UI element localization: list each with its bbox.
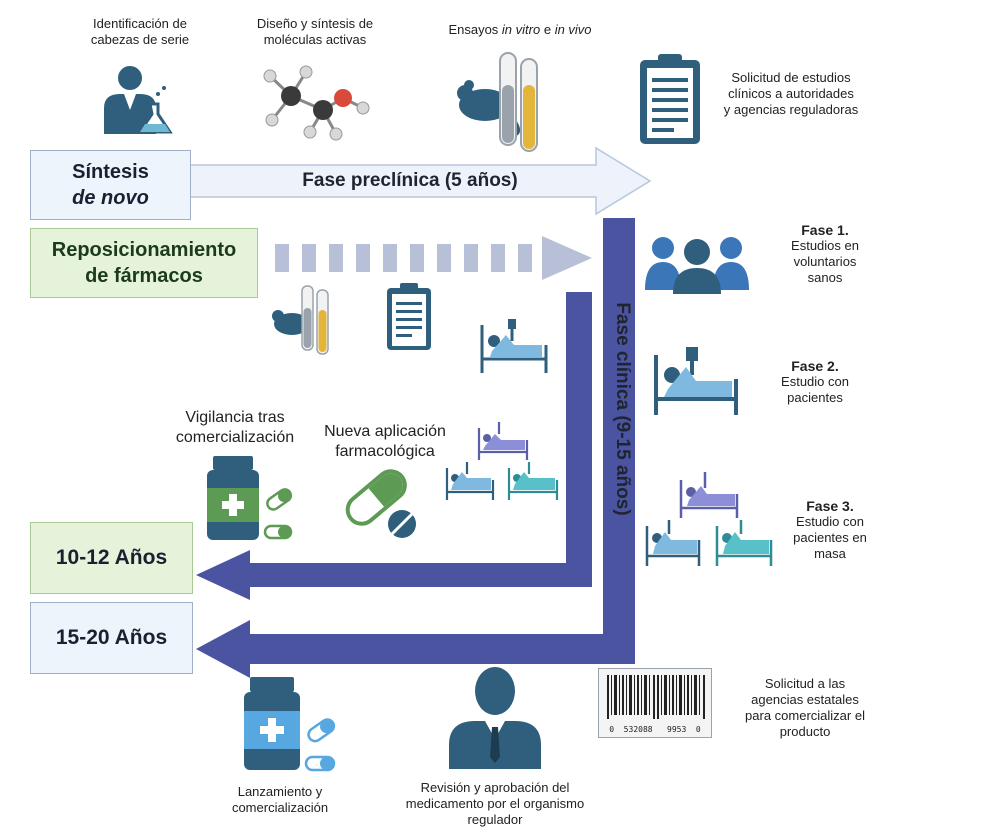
new-application-caption: Nueva aplicación farmacológica xyxy=(324,423,446,460)
phase1-block: Fase 1. Estudios en voluntarios sanos xyxy=(770,222,880,286)
clipboard-icon xyxy=(640,54,700,144)
market-request-caption: Solicitud a las agencias estatales para … xyxy=(745,676,865,739)
mouse-test-tubes-small-icon xyxy=(272,285,329,355)
preclinical-arrow xyxy=(189,146,652,216)
preclinical-phase-label: Fase preclínica (5 años) xyxy=(302,170,518,191)
clinical-arrow-15-20 xyxy=(196,218,635,678)
phase3-block: Fase 3. Estudio con pacientes en masa xyxy=(775,498,885,562)
hospital-beds-group-icon xyxy=(645,472,773,566)
launch-bottle-icon xyxy=(244,677,336,772)
hospital-bed-small-icon xyxy=(480,319,548,373)
clinical-phase-label: Fase clínica (9-15 años) xyxy=(612,302,633,516)
design-synthesis-caption: Diseño y síntesis de moléculas activas xyxy=(256,16,374,47)
review-caption: Revisión y aprobación del medicamento po… xyxy=(405,780,585,827)
phase1-desc: Estudios en voluntarios sanos xyxy=(791,238,859,285)
people-icon xyxy=(645,237,749,294)
hospital-bed-icon xyxy=(654,347,738,415)
repositioning-label: Reposicionamiento de fármacos xyxy=(51,239,237,287)
launch-caption: Lanzamiento y comercialización xyxy=(231,784,329,815)
phase1-title: Fase 1. xyxy=(801,222,849,238)
medicine-bottle-icon xyxy=(207,456,293,540)
mouse-test-tubes-icon xyxy=(457,52,538,152)
assays-in-vivo: in vivo xyxy=(554,22,592,37)
synthesis-de-novo-box: Síntesis de novo xyxy=(30,150,191,220)
hospital-beds-mid-icon xyxy=(445,422,559,500)
synthesis-line2: de novo xyxy=(72,187,149,209)
phase3-title: Fase 3. xyxy=(806,498,854,514)
years-15-20-label: 15-20 Años xyxy=(55,626,168,649)
assays-in-vitro: in vitro xyxy=(501,22,541,37)
clinical-request-caption: Solicitud de estudios clínicos a autorid… xyxy=(723,70,859,117)
barcode-icon: 0 532088 9953 0 xyxy=(598,668,712,738)
assays-prefix: Ensayos xyxy=(448,22,502,37)
official-person-icon xyxy=(449,667,541,769)
barcode-digits: 0 532088 9953 0 xyxy=(609,725,701,734)
barcode-bars xyxy=(607,675,705,719)
clinical-arrow-10-12 xyxy=(196,292,592,600)
phase2-block: Fase 2. Estudio con pacientes xyxy=(760,358,870,406)
pills-icon xyxy=(345,469,416,538)
scientist-icon xyxy=(104,66,173,134)
assays-caption: Ensayos in vitro e in vivo xyxy=(420,22,620,38)
repositioning-dashed-arrow xyxy=(275,236,592,280)
assays-and: e xyxy=(540,22,555,37)
years-10-12-label: 10-12 Años xyxy=(55,546,168,569)
lead-identification-caption: Identificación de cabezas de serie xyxy=(90,16,190,47)
synthesis-line1: Síntesis xyxy=(72,161,149,183)
phase2-title: Fase 2. xyxy=(791,358,839,374)
years-10-12-box: 10-12 Años xyxy=(30,522,193,594)
phase3-desc: Estudio con pacientes en masa xyxy=(793,514,867,561)
post-marketing-caption: Vigilancia tras comercialización xyxy=(175,409,295,446)
clipboard-small-icon xyxy=(387,283,431,350)
years-15-20-box: 15-20 Años xyxy=(30,602,193,674)
phase2-desc: Estudio con pacientes xyxy=(781,374,849,405)
repositioning-box: Reposicionamiento de fármacos xyxy=(30,228,258,298)
molecule-icon xyxy=(263,65,370,141)
